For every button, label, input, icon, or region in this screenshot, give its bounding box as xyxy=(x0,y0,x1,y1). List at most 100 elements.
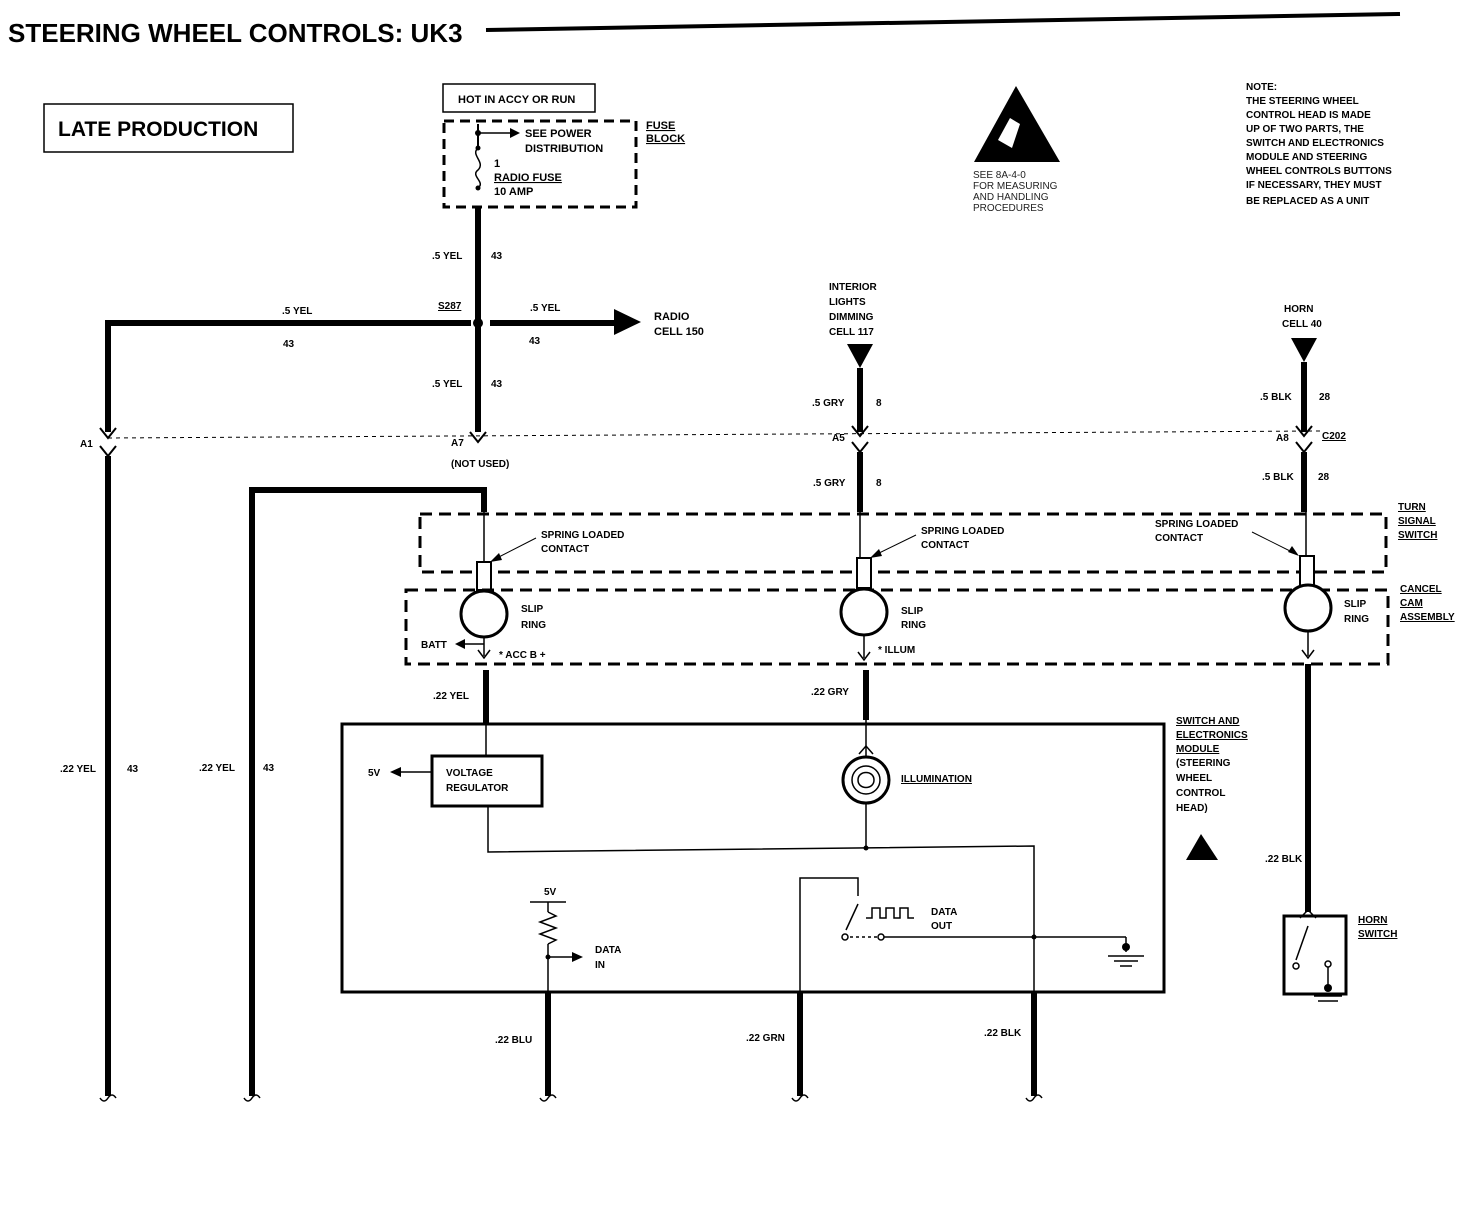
fuse-terminal xyxy=(475,185,481,191)
horn-switch-arm xyxy=(1295,925,1309,961)
slip-out-arrow-icon xyxy=(857,651,871,662)
turn-signal-label: SIGNAL xyxy=(1398,516,1436,527)
horn-arrow-icon xyxy=(1291,338,1317,362)
note-line: THE STEERING WHEEL xyxy=(1246,96,1359,107)
radio-label: CELL 150 xyxy=(654,326,704,338)
see-power-label: DISTRIBUTION xyxy=(525,143,603,155)
fuse-block-outline xyxy=(442,119,638,209)
esd-text: PROCEDURES xyxy=(973,203,1044,214)
cancel-cam-outline xyxy=(404,588,1390,666)
switch-contact xyxy=(1324,960,1332,968)
slip-ring-label: RING xyxy=(901,620,926,631)
wire-label: .5 YEL xyxy=(282,306,312,317)
wire-label: .5 GRY xyxy=(812,398,845,409)
slip-ring xyxy=(459,589,509,639)
wire-number: 43 xyxy=(491,379,503,390)
cancel-cam-label: CANCEL xyxy=(1400,584,1442,595)
5v-arrow-icon xyxy=(390,767,401,777)
radio-arrow-icon xyxy=(614,309,641,335)
illumination-filament xyxy=(857,771,875,789)
contact-block xyxy=(856,557,872,589)
horn-switch-outline xyxy=(1282,914,1348,996)
wire-label: .22 BLK xyxy=(984,1028,1022,1039)
production-label: LATE PRODUCTION xyxy=(58,118,258,141)
continuation-mark xyxy=(1025,1094,1043,1102)
fuse-block-label: FUSE xyxy=(646,120,675,132)
connector-pin-a8 xyxy=(1295,425,1313,438)
connector-pin-a1 xyxy=(99,445,117,458)
wire-number: 28 xyxy=(1319,392,1331,403)
pin-label: A1 xyxy=(80,439,93,450)
slip-ring-label: SLIP xyxy=(521,604,544,615)
module-label-line: SWITCH AND xyxy=(1176,716,1240,727)
wire-label: .5 YEL xyxy=(432,379,462,390)
data-in-label: IN xyxy=(595,960,605,971)
esd-text: FOR MEASURING xyxy=(973,181,1058,192)
pin-label: A7 xyxy=(451,438,464,449)
ground-dot xyxy=(1324,984,1332,992)
horn-cell-label: CELL 40 xyxy=(1282,319,1322,330)
5v-label: 5V xyxy=(368,768,381,779)
esd-text: SEE 8A-4-0 xyxy=(973,170,1026,181)
pin-label: A8 xyxy=(1276,433,1289,444)
batt-label: BATT xyxy=(421,640,447,651)
wire-label: .5 BLK xyxy=(1262,472,1294,483)
note-line: UP OF TWO PARTS, THE xyxy=(1246,124,1364,135)
wire-number: 43 xyxy=(491,251,503,262)
interior-label: DIMMING xyxy=(829,312,874,323)
wire-label: .22 BLK xyxy=(1265,854,1303,865)
fuse-block-label: BLOCK xyxy=(646,133,685,145)
leader-arrow-icon xyxy=(490,553,502,562)
wire-label: .22 YEL xyxy=(199,763,235,774)
bulb-arrow-icon xyxy=(858,744,874,755)
note-line: CONTROL HEAD IS MADE xyxy=(1246,110,1371,121)
wire-number: 28 xyxy=(1318,472,1330,483)
data-in-label: DATA xyxy=(595,945,621,956)
wire-label: .22 YEL xyxy=(433,691,469,702)
pulse-train-icon xyxy=(866,907,914,919)
illumination-bulb-icon xyxy=(841,755,891,805)
esd-small-icon xyxy=(1186,834,1218,860)
slip-ring xyxy=(839,587,889,637)
wire-label: .22 YEL xyxy=(60,764,96,775)
module-label-line: WHEEL xyxy=(1176,773,1212,784)
data-out-label: DATA xyxy=(931,907,957,918)
contact-block xyxy=(1299,555,1315,587)
wire-number: 43 xyxy=(263,763,275,774)
fuse-name: 10 AMP xyxy=(494,186,533,198)
connector-pin-a7 xyxy=(469,431,487,444)
interior-label: LIGHTS xyxy=(829,297,866,308)
hot-label-box xyxy=(442,83,596,113)
illumination-bulb-inner xyxy=(851,765,881,795)
junction-dot xyxy=(1031,934,1037,940)
voltage-regulator xyxy=(430,754,544,808)
module-outline xyxy=(340,722,1166,994)
module-label: SWITCH AND ELECTRONICS MODULE (STEERING … xyxy=(1176,716,1248,814)
continuation-mark xyxy=(99,1094,117,1102)
leader-arrow-icon xyxy=(1288,546,1299,556)
wire-label: .22 GRY xyxy=(811,687,849,698)
resistor-icon xyxy=(537,911,559,945)
switch-contact xyxy=(1292,962,1300,970)
note-line: SWITCH AND ELECTRONICS xyxy=(1246,138,1384,149)
wire-number: 8 xyxy=(876,398,882,409)
spring-contact-label: SPRING LOADED xyxy=(1155,519,1238,530)
illum-label: * ILLUM xyxy=(878,645,915,656)
hot-label: HOT IN ACCY OR RUN xyxy=(458,94,575,106)
horn-switch-label: HORN xyxy=(1358,915,1387,926)
continuation-mark xyxy=(539,1094,557,1102)
continuation-mark xyxy=(791,1094,809,1102)
wire-label: .22 BLU xyxy=(495,1035,532,1046)
connector-c202 xyxy=(107,430,1321,439)
turn-signal-label: TURN xyxy=(1398,502,1426,513)
fuse-icon xyxy=(475,147,481,189)
horn-switch-label: SWITCH xyxy=(1358,929,1397,940)
spring-contact-label: CONTACT xyxy=(1155,533,1203,544)
leader-arrow-icon xyxy=(870,549,882,558)
title-rule xyxy=(485,12,1401,32)
interior-label: INTERIOR xyxy=(829,282,878,293)
wire-yel-loop xyxy=(249,487,487,1096)
regulator-label: VOLTAGE xyxy=(446,768,493,779)
turn-signal-outline xyxy=(418,512,1388,574)
slip-ring-label: SLIP xyxy=(901,606,924,617)
